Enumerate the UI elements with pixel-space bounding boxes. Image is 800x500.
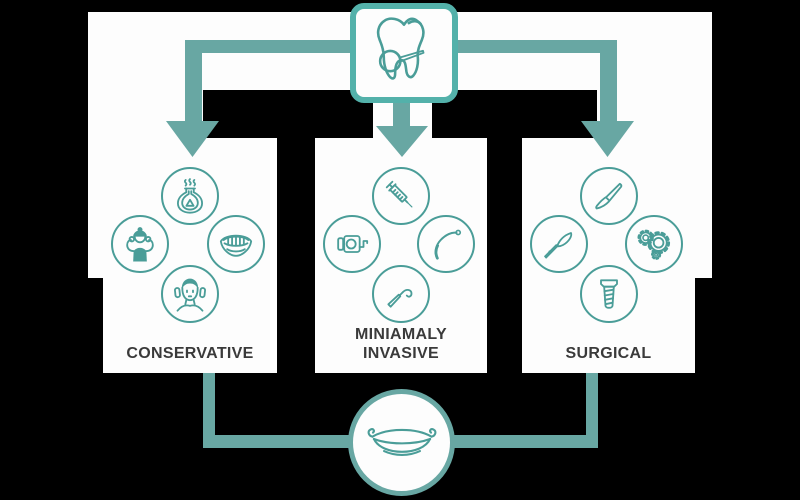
- branch-label-surgical: SURGICAL: [565, 345, 652, 363]
- icon-circle: [111, 215, 169, 273]
- cutout: [277, 138, 315, 278]
- cutout: [432, 90, 597, 138]
- panel-minimally-invasive: MINIAMALY INVASIVE: [315, 138, 487, 373]
- icon-circle: [417, 215, 475, 273]
- root-card: [350, 3, 458, 103]
- icon-circle: [530, 215, 588, 273]
- facial-treatment-icon: [174, 278, 206, 312]
- outcome-circle: [348, 389, 455, 496]
- denture-smile-icon: [219, 234, 253, 257]
- icon-circle: [372, 265, 430, 323]
- icon-circle: [161, 265, 219, 323]
- branch-label-minimally-invasive: MINIAMALY INVASIVE: [355, 326, 447, 363]
- panel-surgical: SURGICAL: [522, 138, 695, 373]
- gears-icon: [637, 229, 671, 260]
- dental-implant-icon: [599, 279, 618, 309]
- icon-circle: [579, 265, 638, 323]
- icon-circle: [579, 167, 638, 225]
- surgical-knife-icon: [544, 232, 573, 259]
- icon-circle: [625, 215, 683, 273]
- dental-scaler-icon: [387, 288, 413, 308]
- syringe-icon: [385, 180, 413, 208]
- icon-circle: [372, 167, 430, 225]
- icon-circle: [207, 215, 265, 273]
- intraoral-camera-icon: [337, 235, 369, 253]
- panel-conservative: CONSERVATIVE: [103, 138, 277, 373]
- dental-probe-icon: [434, 229, 462, 260]
- branch-label-conservative: CONSERVATIVE: [126, 345, 254, 363]
- smile-icon: [367, 428, 436, 456]
- flask-icon: [177, 178, 203, 214]
- icon-circle: [161, 167, 219, 225]
- icon-circle: [323, 215, 381, 273]
- tooth-with-mirror-icon: [376, 17, 425, 80]
- strong-person-icon: [126, 227, 154, 262]
- cutout: [203, 90, 373, 138]
- scalpel-icon: [594, 182, 622, 210]
- cutout: [487, 138, 522, 278]
